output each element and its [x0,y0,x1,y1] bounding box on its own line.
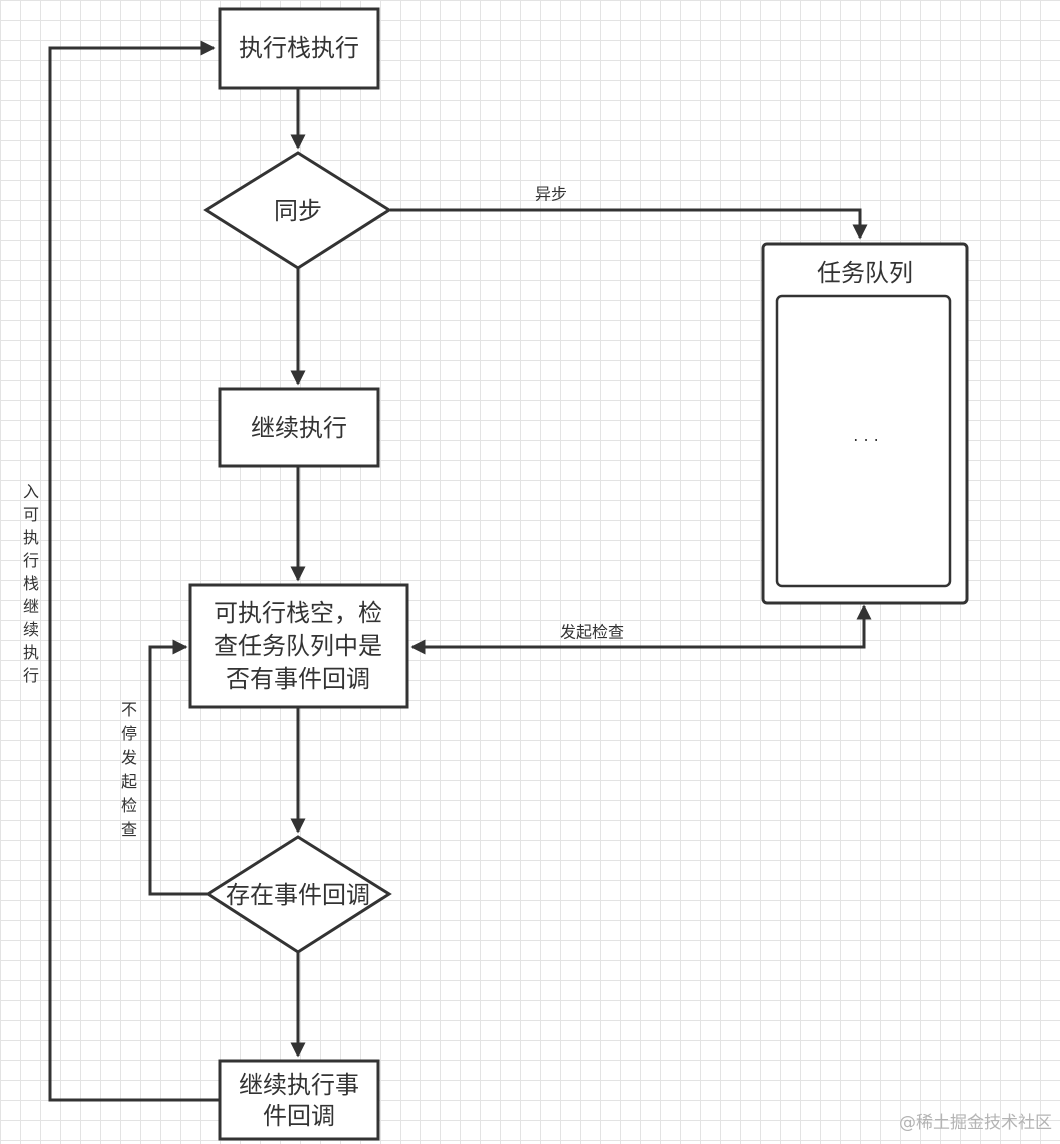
node-continue-exec: 继续执行 [218,387,380,468]
node-sync-label: 同步 [274,197,322,225]
watermark: @稀土掘金技术社区 [899,1113,1052,1133]
label-async: 异步 [535,185,567,204]
node-check-queue-line-1: 可执行栈空，检 [214,599,382,627]
task-queue-title: 任务队列 [817,259,913,287]
node-has-callback-label: 存在事件回调 [226,881,370,909]
node-check-queue-line-2: 查任务队列中是 [214,632,382,660]
edge-push-back-loop [48,40,220,1102]
node-run-callback-line-2: 件回调 [263,1102,335,1130]
connectors [48,40,872,1102]
node-check-queue: 可执行栈空，检 查任务队列中是 否有事件回调 [188,583,409,709]
label-initiate-check: 发起检查 [560,623,624,642]
task-queue-items-ellipsis: · · · [853,431,878,450]
label-keep-checking: 不停发起检查 [121,700,137,839]
label-push-to-stack: 入可执行栈继续执行 [23,482,39,685]
edge-sync-async-to-queue [390,208,868,240]
node-run-callback: 继续执行事 件回调 [218,1059,380,1141]
node-has-callback-decision: 存在事件回调 [205,835,392,954]
node-run-callback-line-1: 继续执行事 [239,1071,359,1099]
edge-keep-checking-loop [148,639,208,896]
node-check-queue-line-3: 否有事件回调 [226,665,370,693]
node-continue-exec-label: 继续执行 [251,414,347,442]
task-queue-inner-box [775,294,952,588]
edge-check-with-queue [410,604,872,655]
node-exec-stack-run: 执行栈执行 [218,7,380,90]
node-task-queue: 任务队列 · · · [761,242,969,605]
node-exec-stack-run-label: 执行栈执行 [239,34,359,62]
node-sync-decision: 同步 [203,151,392,270]
